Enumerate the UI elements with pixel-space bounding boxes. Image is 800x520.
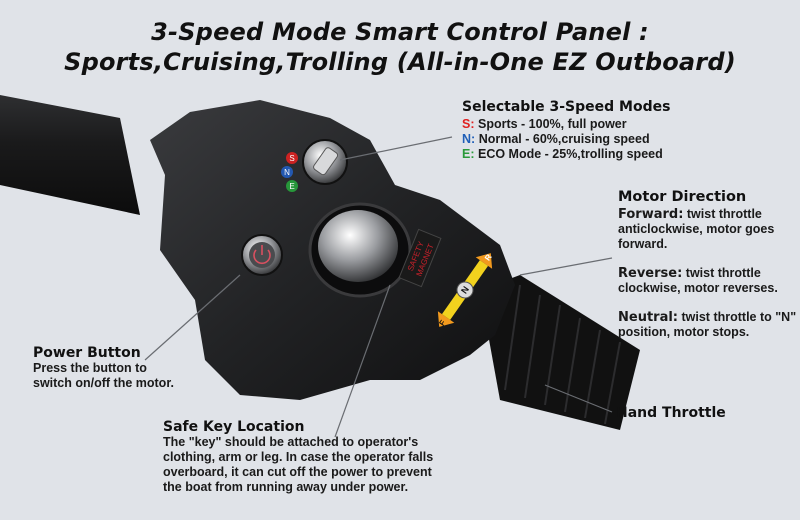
svg-text:R: R [483,252,494,262]
svg-text:F: F [437,318,447,327]
svg-text:N: N [459,284,471,295]
safe-key-heading: Safe Key Location [163,419,305,435]
speed-modes-heading: Selectable 3-Speed Modes [462,99,671,115]
dial-dot-n [281,166,293,178]
leader-line-safe-key [334,284,391,438]
safe-key-text: The "key" should be attached to operator… [163,435,434,494]
direction-reverse: Reverse: twist throttle clockwise, motor… [618,266,778,295]
title-line-1: 3-Speed Mode Smart Control Panel : [151,18,649,46]
power-button-heading: Power Button [33,345,141,361]
safety-magnet-key [308,202,412,298]
hand-throttle-grip [480,275,640,430]
leader-line-power-button [144,274,241,361]
leader-line-speed-modes [339,136,453,161]
power-icon [253,249,271,265]
safe-key-callout: Safe Key Location The "key" should be at… [163,420,448,495]
leader-line-hand-throttle [544,384,613,413]
dial-letter-s: S [289,154,294,163]
dial-dot-e [286,180,298,192]
direction-neutral: Neutral: twist throttle to "N" position,… [618,310,797,339]
left-tube [0,95,140,215]
dial-letter-e: E [289,182,294,191]
power-button [241,234,283,276]
dial-letter-ring: S N E [281,152,298,192]
speed-modes-callout: Selectable 3-Speed Modes S: Sports - 100… [462,100,670,162]
direction-indicator: F N R [437,252,494,327]
motor-direction-callout: Motor Direction Forward: twist throttle … [618,190,798,354]
hand-throttle-callout: Hand Throttle [616,406,726,423]
power-button-text: Press the button to switch on/off the mo… [33,361,174,390]
hand-throttle-label: Hand Throttle [616,405,726,421]
direction-forward: Forward: twist throttle anticlockwise, m… [618,207,775,251]
speed-mode-sports: S: Sports - 100%, full power [462,117,627,131]
speed-mode-switch [302,139,348,185]
speed-mode-eco: E: ECO Mode - 25%,trolling speed [462,147,663,161]
speed-mode-normal: N: Normal - 60%,cruising speed [462,132,650,146]
motor-direction-heading: Motor Direction [618,189,747,205]
power-button-callout: Power Button Press the button to switch … [33,346,183,391]
leader-line-motor-direction [519,257,613,276]
dial-letter-n: N [284,168,290,177]
title-line-2: Sports,Cruising,Trolling (All-in-One EZ … [64,48,736,76]
dial-dot-s [286,152,298,164]
